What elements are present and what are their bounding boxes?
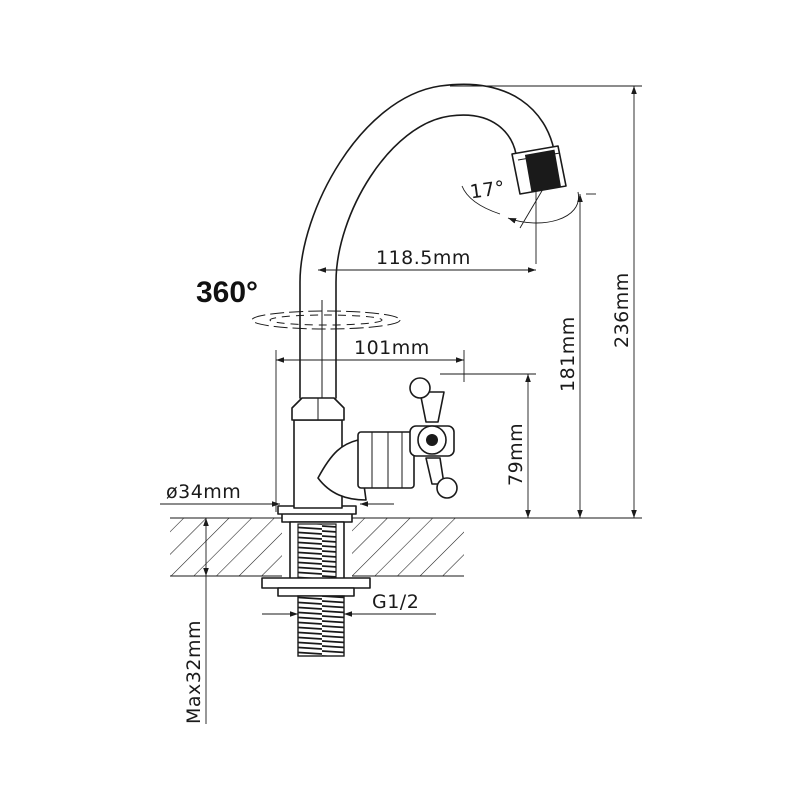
thread-label: G1/2 [372,591,419,613]
handle-span-dimension: 101mm [275,337,465,512]
handle-height-label: 79mm [505,423,527,486]
total-height-dimension: 236mm [611,86,637,518]
reach-label: 118.5mm [376,247,471,269]
max-thickness-dimension: Max32mm [183,518,209,724]
handle-span-label: 101mm [354,337,430,359]
mounting-nut [261,577,371,597]
cross-handle [409,377,458,499]
rotation-indicator: 360° [196,276,401,330]
angle-dimension: 17° [461,177,579,264]
spout-height-dimension: 181mm [557,194,583,518]
rotation-label: 360° [196,276,258,309]
spout [299,83,555,399]
extension-lines [440,85,642,519]
handle-height-dimension: 79mm [505,374,531,518]
total-height-label: 236mm [611,272,633,348]
countertop [170,517,464,577]
aerator [511,145,567,195]
angle-label: 17° [469,177,507,204]
bottom-thread [297,595,345,657]
reach-dimension: 118.5mm [318,247,536,273]
diameter-dimension: ø34mm [160,481,394,507]
valve-cartridge [317,431,415,501]
thread-dimension: G1/2 [262,591,436,617]
spout-height-label: 181mm [557,316,579,392]
max-thickness-label: Max32mm [183,620,205,724]
threaded-shank [281,511,353,581]
diameter-label: ø34mm [166,481,241,503]
